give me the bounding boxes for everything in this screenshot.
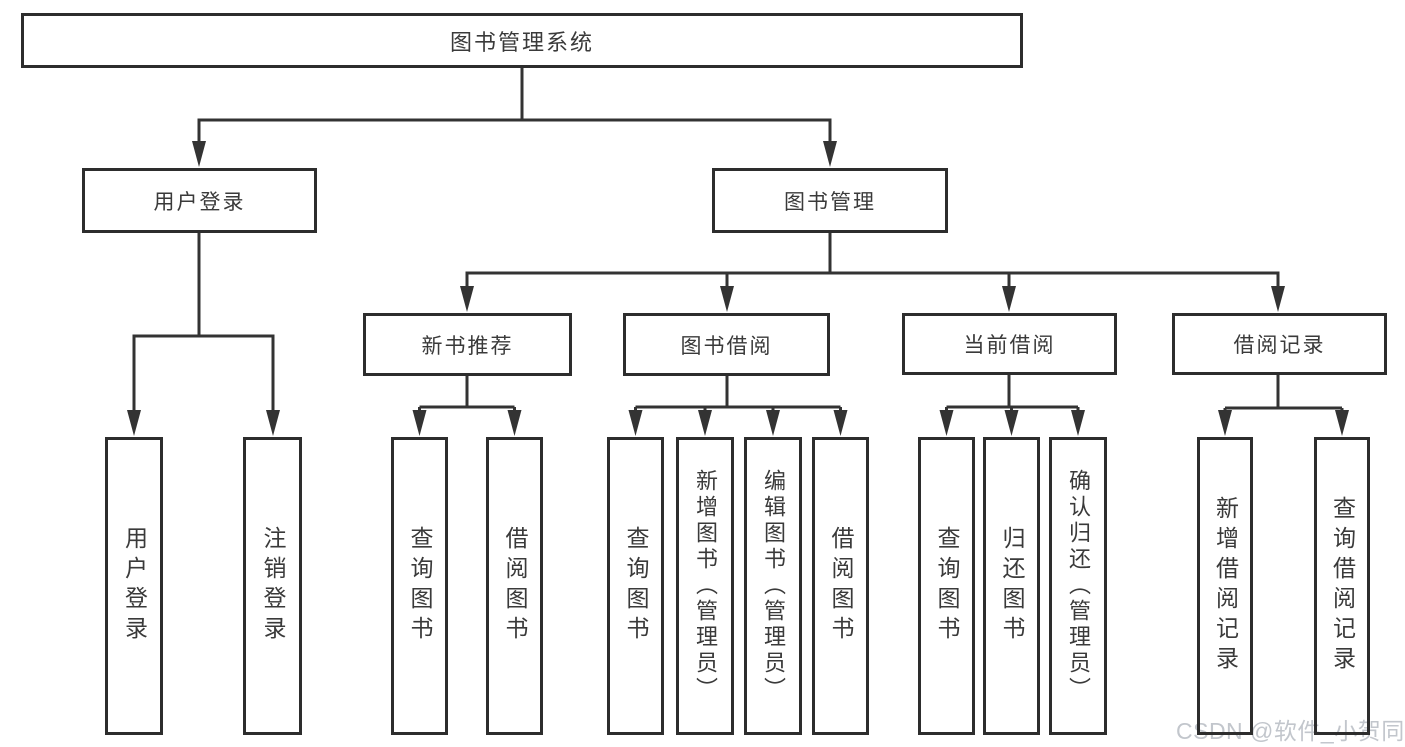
leaf-newbook-query-books-label: 查询图书 xyxy=(407,526,433,646)
node-user-login: 用户登录 xyxy=(82,168,317,233)
leaf-borrow-borrow-books-label: 借阅图书 xyxy=(828,526,854,646)
node-book-management-label: 图书管理 xyxy=(784,190,876,214)
leaf-logout: 注销登录 xyxy=(243,437,302,735)
node-book-management: 图书管理 xyxy=(712,168,948,233)
node-user-login-label: 用户登录 xyxy=(153,190,246,214)
node-borrow-record: 借阅记录 xyxy=(1172,313,1387,375)
node-current-borrow: 当前借阅 xyxy=(902,313,1117,375)
leaf-borrow-query-books: 查询图书 xyxy=(607,437,664,735)
node-new-book-recommend: 新书推荐 xyxy=(363,313,572,376)
leaf-record-add-borrow-record-label: 新增借阅记录 xyxy=(1212,496,1239,676)
leaf-record-add-borrow-record: 新增借阅记录 xyxy=(1197,437,1253,735)
node-book-borrow-label: 图书借阅 xyxy=(680,334,773,358)
leaf-logout-label: 注销登录 xyxy=(260,526,286,646)
leaf-newbook-query-books: 查询图书 xyxy=(391,437,448,735)
leaf-record-query-borrow-record-label: 查询借阅记录 xyxy=(1329,496,1356,676)
leaf-current-confirm-return-admin-label: 确认归还（管理员） xyxy=(1066,469,1091,703)
leaf-current-query-books-label: 查询图书 xyxy=(934,526,960,646)
node-current-borrow-label: 当前借阅 xyxy=(963,334,1056,357)
leaf-current-query-books: 查询图书 xyxy=(918,437,975,735)
leaf-borrow-add-books-admin-label: 新增图书（管理员） xyxy=(693,469,718,703)
leaf-borrow-add-books-admin: 新增图书（管理员） xyxy=(676,437,734,735)
watermark: CSDN @软件_小贺同学 xyxy=(1176,718,1405,744)
leaf-newbook-borrow-books: 借阅图书 xyxy=(486,437,543,735)
leaf-borrow-edit-books-admin: 编辑图书（管理员） xyxy=(744,437,802,735)
leaf-borrow-edit-books-admin-label: 编辑图书（管理员） xyxy=(761,469,786,703)
leaf-current-return-books-label: 归还图书 xyxy=(999,526,1025,646)
node-borrow-record-label: 借阅记录 xyxy=(1233,334,1326,357)
leaf-current-return-books: 归还图书 xyxy=(983,437,1040,735)
node-new-book-recommend-label: 新书推荐 xyxy=(421,334,514,358)
leaf-record-query-borrow-record: 查询借阅记录 xyxy=(1314,437,1370,735)
leaf-borrow-query-books-label: 查询图书 xyxy=(623,526,649,646)
leaf-user-login-label: 用户登录 xyxy=(121,526,148,646)
node-library-system: 图书管理系统 xyxy=(21,13,1023,68)
leaf-borrow-borrow-books: 借阅图书 xyxy=(812,437,869,735)
node-library-system-label: 图书管理系统 xyxy=(449,29,594,55)
leaf-current-confirm-return-admin: 确认归还（管理员） xyxy=(1049,437,1107,735)
node-book-borrow: 图书借阅 xyxy=(623,313,830,376)
leaf-user-login: 用户登录 xyxy=(105,437,163,735)
leaf-newbook-borrow-books-label: 借阅图书 xyxy=(502,526,528,646)
